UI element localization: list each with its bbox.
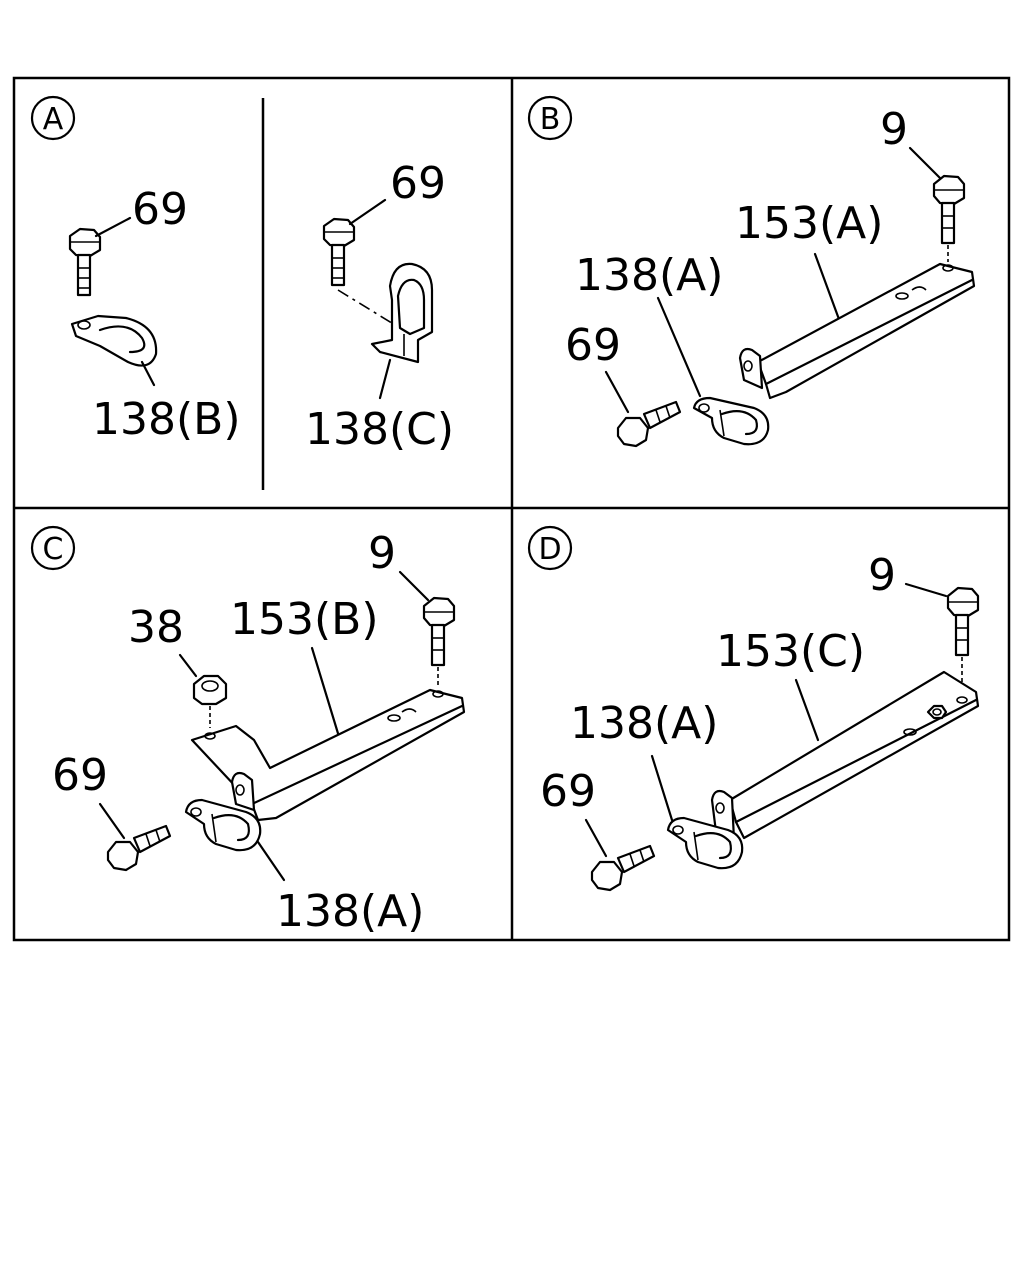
label-138c: 138(C) [305,404,454,455]
panel-a-callout-letter: A [43,102,64,137]
leader-153b [310,646,342,742]
panel-c: C 9 38 153(B) [30,525,466,937]
panel-d-callout-letter: D [538,532,561,567]
leader-9-c [398,570,430,602]
panel-a-callout: A [30,95,76,141]
label-138a-d: 138(A) [570,698,718,749]
leader-38 [178,653,198,678]
label-69-c: 69 [52,750,108,801]
leader-138a-b [656,296,702,398]
panel-b-callout: B [527,95,573,141]
label-69-b: 69 [565,320,621,371]
clip-138a-panel-d [666,816,744,870]
bolt-69-panel-a-left [68,227,102,297]
leader-9-d [904,582,948,598]
clip-138a-panel-c [184,798,262,852]
panel-a: A 69 138(B) 69 [30,95,454,455]
label-69-a-left: 69 [132,184,188,235]
leader-153c [794,678,820,742]
label-153a: 153(A) [735,198,883,249]
leader-69-a-left [94,216,132,238]
bracket-153a [738,262,976,400]
clip-138c [370,262,434,364]
bolt-9-panel-c [422,596,456,686]
label-69-d: 69 [540,766,596,817]
leader-138a-d [650,754,674,822]
nut-38 [192,674,228,728]
axis-line-a-right [337,289,396,326]
bolt-9-panel-b [932,174,966,262]
bolt-69-panel-c [106,824,172,872]
label-9-b: 9 [880,104,908,155]
label-138a-b: 138(A) [575,250,723,301]
leader-153a [813,252,842,324]
label-153b: 153(B) [230,594,379,645]
label-153c: 153(C) [716,626,865,677]
clip-138a-panel-b [692,396,770,446]
panel-d: D 9 153(C) 138(A) [527,525,980,892]
panel-b: B 9 153(A) 138(A) [527,95,976,448]
panel-c-callout-letter: C [43,532,64,567]
bolt-69-panel-a-right [322,217,356,287]
leader-138b [140,360,156,387]
leader-69-b [604,370,630,414]
panel-b-callout-letter: B [540,102,561,137]
label-9-d: 9 [868,550,896,601]
label-9-c: 9 [368,528,396,579]
leader-69-a-right [348,198,387,226]
bolt-69-panel-d [590,844,656,892]
panel-d-callout: D [527,525,573,571]
bolt-69-panel-b [616,400,682,448]
bracket-153b [190,688,466,822]
diagram-frame [12,76,1011,942]
leader-69-d [584,818,608,858]
clip-138b [70,314,158,367]
leader-69-c [98,802,126,840]
leader-9-b [908,146,942,180]
label-138a-c: 138(A) [276,886,424,937]
label-138b: 138(B) [92,394,241,445]
panel-c-callout: C [30,525,76,571]
leader-138c [378,358,392,400]
leader-138a-c [256,840,286,882]
bracket-153c [710,670,980,842]
label-69-a-right: 69 [390,158,446,209]
label-38: 38 [128,602,184,653]
